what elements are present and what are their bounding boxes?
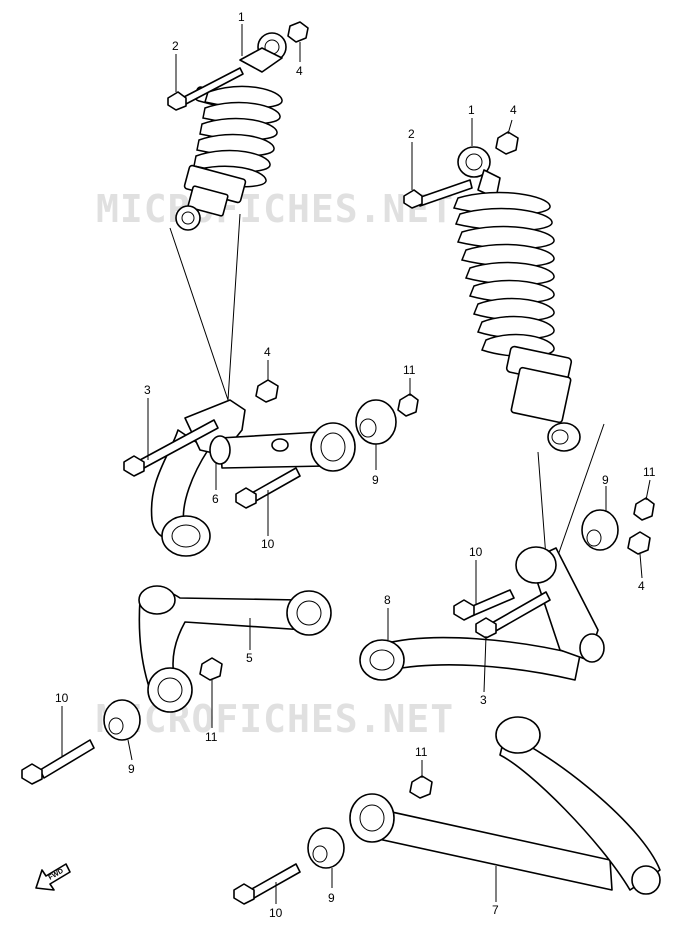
nut-4-right-top [495, 131, 519, 155]
projection-line-left [169, 213, 241, 401]
callout-10-left: 10 [55, 691, 69, 705]
watermark-lower: MICROFICHES.NET [96, 697, 454, 741]
bolt-10-bottom [233, 863, 301, 905]
callout-3-left: 3 [144, 383, 151, 397]
callout-6: 6 [212, 492, 219, 506]
callout-10-bottom: 10 [269, 906, 283, 920]
nut-4-mid [255, 379, 279, 403]
lower-arm-5 [138, 585, 332, 713]
shock-absorber-right [452, 146, 581, 452]
nut-4-left-top [287, 21, 309, 43]
upper-arm-6 [150, 399, 356, 557]
callout-4-right-top: 4 [510, 103, 517, 117]
callout-9-right: 9 [602, 473, 609, 487]
bolt-2-left [167, 67, 244, 111]
collar-9-right [581, 509, 619, 551]
callout-2-left: 2 [172, 39, 179, 53]
callout-2-right: 2 [408, 127, 415, 141]
bolt-3-right [475, 591, 551, 639]
upper-arm-8 [359, 546, 605, 681]
collar-9-left [103, 699, 141, 741]
bolt-2-right [403, 179, 473, 209]
nut-11-low [199, 657, 223, 681]
callout-11-right: 11 [643, 465, 656, 479]
callout-4-left-top: 4 [296, 64, 303, 78]
bolt-10-left [21, 739, 95, 785]
collar-9-mid [355, 399, 397, 445]
callout-10-mid: 10 [261, 537, 275, 551]
nut-11-right [633, 497, 655, 521]
callout-9-bottom: 9 [328, 891, 335, 905]
nut-4-right [627, 531, 651, 555]
callout-3-right: 3 [480, 693, 487, 707]
callout-1-right: 1 [468, 103, 475, 117]
callout-11-mid: 11 [403, 363, 416, 377]
watermark-upper: MICROFICHES.NET [96, 187, 454, 231]
callout-5: 5 [246, 651, 253, 665]
callout-8: 8 [384, 593, 391, 607]
callout-9-left: 9 [128, 762, 135, 776]
callout-4-right: 4 [638, 579, 645, 593]
callout-leaders [61, 24, 651, 904]
bolt-10-right [453, 589, 515, 621]
nut-11-bottom [409, 775, 433, 799]
bolt-3-left [123, 419, 219, 477]
callouts: 1 2 4 1 2 4 4 3 11 6 9 10 11 9 4 10 8 3 … [55, 10, 656, 920]
callout-11-bottom: 11 [415, 745, 428, 759]
callout-4-mid: 4 [264, 345, 271, 359]
bolt-10-mid [235, 467, 301, 509]
callout-1-left: 1 [238, 10, 245, 24]
callout-7: 7 [492, 903, 499, 917]
callout-9-mid: 9 [372, 473, 379, 487]
nut-11-mid [397, 393, 419, 417]
callout-11-low: 11 [205, 730, 218, 744]
callout-10-right: 10 [469, 545, 483, 559]
collar-9-bottom [307, 827, 345, 869]
shock-absorber-left [175, 32, 287, 231]
lower-arm-7 [349, 716, 661, 895]
fwd-arrow-icon: FWD [35, 863, 71, 891]
